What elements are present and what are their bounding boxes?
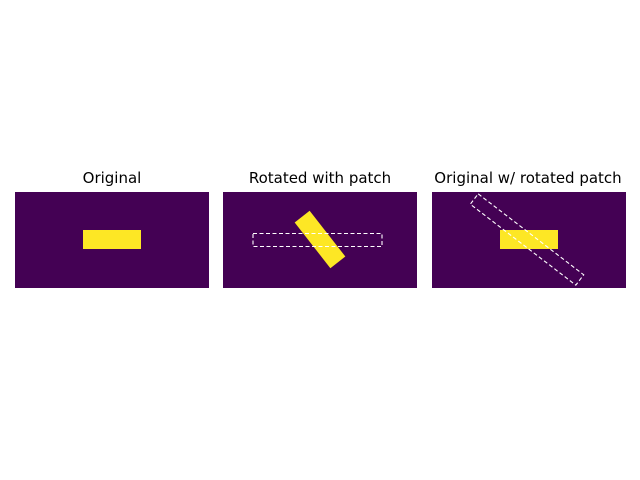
panel-original-with-rotated-patch: Original w/ rotated patch: [432, 169, 626, 288]
panel-original: Original: [15, 169, 209, 288]
rotated-yellow-rectangle: [294, 210, 346, 269]
panel-title-original-with-rotated-patch: Original w/ rotated patch: [434, 169, 621, 187]
panel-rotated-with-patch: Rotated with patch: [223, 169, 417, 288]
panel-title-rotated-with-patch: Rotated with patch: [249, 169, 391, 187]
yellow-rectangle: [83, 230, 141, 249]
dashed-rotated-patch-outline: [469, 193, 585, 286]
yellow-rectangle: [500, 230, 558, 249]
panel-title-original: Original: [83, 169, 142, 187]
